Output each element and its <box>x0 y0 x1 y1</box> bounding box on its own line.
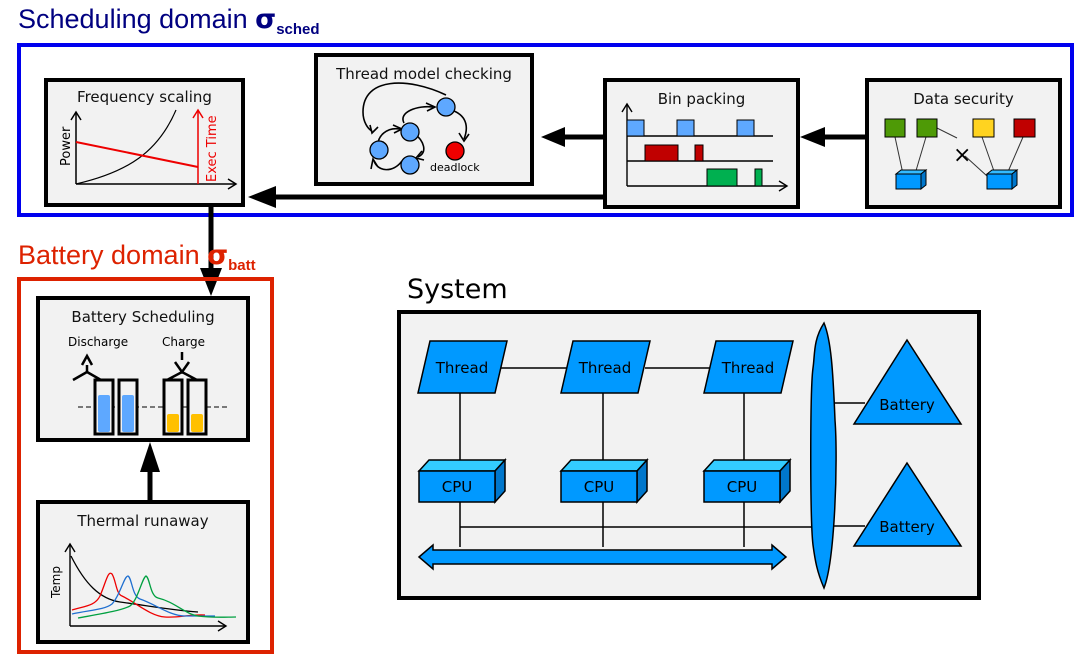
state-node <box>369 140 389 160</box>
battery-domain-title: Battery domain σbatt <box>18 240 256 274</box>
cpu-label: CPU <box>442 478 473 496</box>
arrow-datasec-to-binpacking <box>800 127 865 147</box>
thread-node[interactable]: Thread <box>417 340 508 394</box>
node-cube <box>894 168 928 191</box>
deadlock-node <box>445 141 465 161</box>
battery-domain-label: Battery domain <box>18 240 208 270</box>
thread-model-checking-title: Thread model checking <box>336 65 512 83</box>
yellow-square <box>972 118 995 138</box>
sigma-symbol: σ <box>255 4 277 35</box>
data-security-title: Data security <box>913 90 1014 108</box>
bin-block-red <box>644 144 679 162</box>
exec-time-line <box>75 141 199 168</box>
system-bus-arrow <box>417 543 788 571</box>
exec-time-label: Exec Time <box>205 115 220 182</box>
thread-model-checking-box[interactable]: Thread model checking deadlock <box>314 53 534 186</box>
power-label: Power <box>59 126 74 166</box>
thread-node[interactable]: Thread <box>560 340 651 394</box>
scheduling-domain-title: Scheduling domain σsched <box>18 4 320 38</box>
bin-block-green <box>706 168 738 187</box>
bin-block-blue <box>676 119 695 137</box>
thread-label: Thread <box>435 359 488 377</box>
state-node <box>400 122 420 142</box>
thread-label: Thread <box>578 359 631 377</box>
cpu-node[interactable]: CPU <box>417 458 507 504</box>
temp-label: Temp <box>49 566 63 599</box>
state-transitions <box>362 82 470 171</box>
battery-domain-frame <box>17 277 274 654</box>
deadlock-label: deadlock <box>430 161 480 174</box>
battery-scheduling-title: Battery Scheduling <box>71 308 215 326</box>
red-square <box>1013 118 1036 138</box>
arrow-binpacking-to-modelcheck <box>541 127 603 147</box>
bin-block-blue <box>626 119 645 137</box>
power-bus <box>810 321 837 590</box>
arrow-binpacking-to-freqscaling <box>248 186 607 208</box>
cpu-node[interactable]: CPU <box>559 458 649 504</box>
state-node <box>400 155 420 175</box>
exec-time-axis <box>192 108 204 184</box>
thermal-runaway-box[interactable]: Thermal runaway Temp <box>36 500 250 644</box>
thermal-curve-red <box>71 572 206 618</box>
state-graph: deadlock <box>362 82 480 175</box>
thread-label: Thread <box>721 359 774 377</box>
green-square <box>916 118 938 138</box>
thermal-curve-blue <box>71 575 215 617</box>
thermal-curve-black <box>70 555 199 613</box>
bin-block-green <box>754 168 763 187</box>
bin-packing-box[interactable]: Bin packing <box>603 78 800 209</box>
discharge-fork-icon <box>72 353 102 382</box>
system-links <box>459 367 865 547</box>
bin-packing-title: Bin packing <box>657 90 746 108</box>
bin-packing-chart <box>621 102 789 192</box>
scheduling-domain-label: Scheduling domain <box>18 4 256 34</box>
charge-merge-icon <box>166 352 198 382</box>
battery-label: Battery <box>879 396 935 414</box>
scheduling-domain-frame <box>17 43 1074 217</box>
battery-label: Battery <box>879 518 935 536</box>
discharge-label: Discharge <box>68 335 128 349</box>
battery-cell <box>93 378 115 436</box>
data-security-box[interactable]: Data security × <box>865 78 1062 209</box>
security-links <box>894 126 1024 177</box>
battery-cell <box>162 378 184 436</box>
cpu-node[interactable]: CPU <box>702 458 792 504</box>
node-cube <box>985 168 1019 191</box>
green-square <box>884 118 906 138</box>
charge-label: Charge <box>162 335 205 349</box>
frequency-scaling-chart: Power Exec Time <box>59 108 238 190</box>
data-security-diagram: × <box>884 118 1036 191</box>
battery-cell <box>186 378 208 436</box>
system-diagram: Thread Thread Thread CPU CPU CPU Battery… <box>417 321 963 590</box>
frequency-scaling-title: Frequency scaling <box>77 88 212 106</box>
arrow-freqscaling-to-battsched <box>200 207 222 296</box>
batt-subscript: batt <box>228 257 256 274</box>
power-curve <box>75 109 177 185</box>
battery-scheduling-box[interactable]: Battery Scheduling Discharge Charge <box>36 296 250 442</box>
bin-block-red <box>694 144 704 162</box>
system-title: System <box>407 274 508 305</box>
power-axis <box>70 110 238 190</box>
bin-block-blue <box>736 119 755 137</box>
battery-node[interactable]: Battery <box>852 461 963 547</box>
thread-node[interactable]: Thread <box>703 340 794 394</box>
arrow-thermal-to-battsched <box>140 442 160 502</box>
thermal-axes <box>64 542 228 632</box>
battery-node[interactable]: Battery <box>852 338 963 425</box>
battery-scheduling-diagram: Discharge Charge <box>68 335 230 436</box>
cpu-label: CPU <box>584 478 615 496</box>
cpu-label: CPU <box>727 478 758 496</box>
sched-subscript: sched <box>276 21 320 38</box>
thermal-runaway-chart: Temp <box>49 542 237 632</box>
battery-cell <box>117 378 139 436</box>
frequency-scaling-box[interactable]: Frequency scaling Power Exec Time <box>44 78 245 207</box>
sigma-symbol: σ <box>207 240 229 271</box>
thermal-runaway-title: Thermal runaway <box>77 512 209 530</box>
thermal-curve-green <box>77 575 237 619</box>
cross-icon: × <box>953 143 971 168</box>
state-node <box>436 97 456 117</box>
